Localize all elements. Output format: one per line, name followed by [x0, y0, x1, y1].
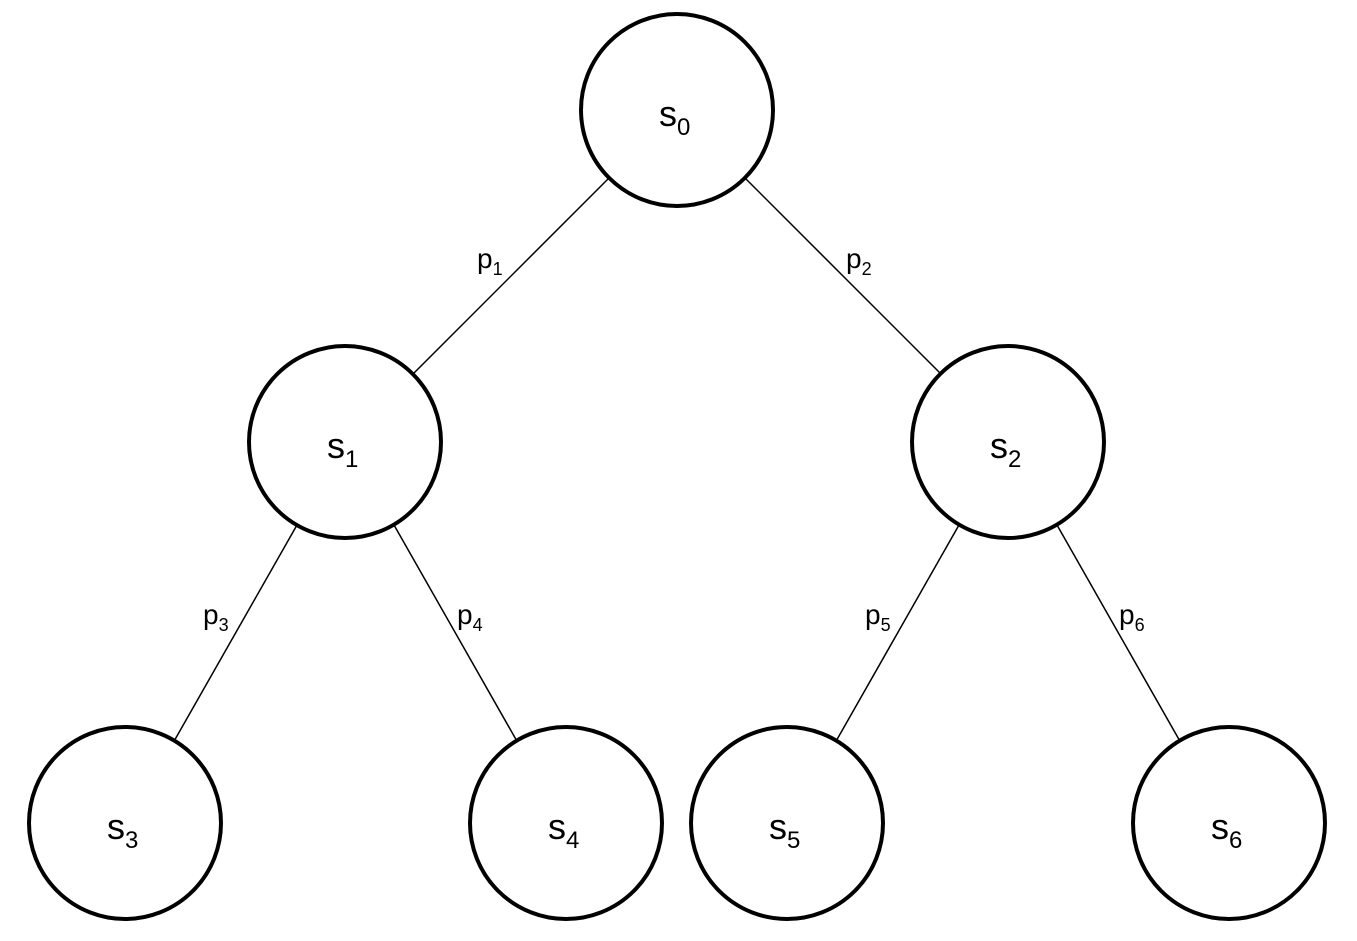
edge-label-p5: p5: [865, 599, 891, 635]
node-s5: s5: [689, 725, 885, 921]
node-label-s3: s3: [107, 806, 138, 854]
edge-s1-s4: [393, 524, 519, 744]
node-s3: s3: [27, 725, 223, 921]
node-label-s2: s2: [990, 425, 1021, 473]
node-s4: s4: [468, 725, 664, 921]
nodes-group: s0 s1 s2 s3 s4 s5 s6: [27, 12, 1327, 921]
edge-label-p4: p4: [457, 599, 483, 635]
node-s0: s0: [579, 12, 775, 208]
edge-label-p6: p6: [1119, 599, 1145, 635]
edge-s1-s3: [172, 524, 298, 744]
edge-s2-s6: [1056, 524, 1182, 744]
edge-s0-s2: [745, 178, 941, 374]
node-label-s5: s5: [769, 806, 800, 854]
edge-s2-s5: [834, 524, 960, 744]
node-label-s1: s1: [327, 425, 358, 473]
node-circle: [689, 725, 885, 921]
node-s1: s1: [247, 344, 443, 540]
edge-label-p2: p2: [846, 243, 872, 279]
node-label-s6: s6: [1211, 806, 1242, 854]
edges-group: [172, 178, 1182, 744]
edge-labels-group: p1 p2 p3 p4 p5 p6: [203, 243, 1145, 635]
edge-s0-s1: [413, 178, 609, 374]
node-circle: [579, 12, 775, 208]
edge-label-p3: p3: [203, 599, 229, 635]
node-s6: s6: [1131, 725, 1327, 921]
node-s2: s2: [910, 344, 1106, 540]
node-circle: [27, 725, 223, 921]
node-circle: [910, 344, 1106, 540]
node-circle: [468, 725, 664, 921]
node-circle: [1131, 725, 1327, 921]
node-label-s0: s0: [659, 93, 690, 141]
edge-label-p1: p1: [477, 243, 503, 279]
node-circle: [247, 344, 443, 540]
node-label-s4: s4: [548, 806, 579, 854]
